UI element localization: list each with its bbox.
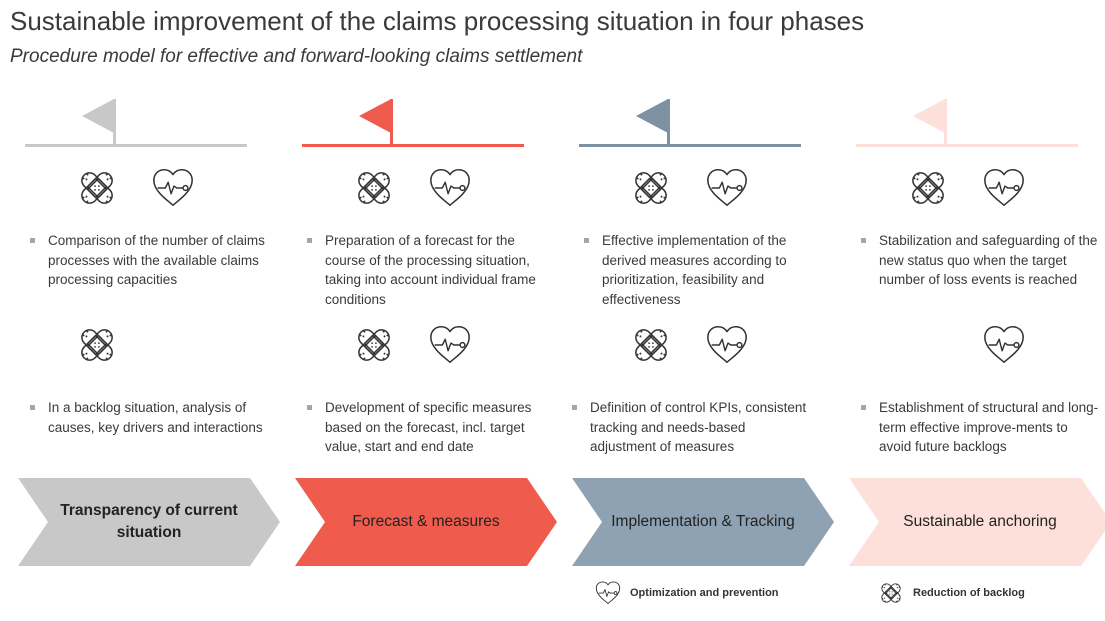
- phase-label: Sustainable anchoring: [903, 513, 1057, 530]
- flag-icon: [913, 99, 947, 147]
- bandage-icon: [351, 165, 397, 211]
- bullet-item: In a backlog situation, analysis of caus…: [30, 398, 270, 437]
- bullet-item: Stabilization and safeguarding of the ne…: [861, 231, 1101, 290]
- heart-icon: [704, 322, 750, 368]
- phase-label: Transparency of current situation: [60, 502, 238, 541]
- bullet-item: Effective implementation of the derived …: [584, 231, 824, 309]
- phase-label: Implementation & Tracking: [611, 513, 795, 530]
- heart-icon: [427, 165, 473, 211]
- bullet-item: Comparison of the number of claims proce…: [30, 231, 270, 290]
- heart-icon: [594, 579, 622, 607]
- bullet-item: Definition of control KPIs, consistent t…: [572, 398, 812, 457]
- phase-chevron: Transparency of current situation: [18, 478, 280, 566]
- phase-divider: [579, 144, 801, 147]
- bandage-icon: [628, 322, 674, 368]
- legend-optimization: Optimization and prevention: [594, 578, 779, 608]
- heart-icon: [981, 165, 1027, 211]
- phase-4: Stabilization and safeguarding of the ne…: [841, 85, 1105, 570]
- heart-icon: [704, 165, 750, 211]
- page-subtitle: Procedure model for effective and forwar…: [10, 46, 583, 67]
- phase-label: Forecast & measures: [352, 513, 500, 530]
- legend-label: Reduction of backlog: [913, 587, 1025, 599]
- phase-divider: [856, 144, 1078, 147]
- flag-icon: [82, 99, 116, 147]
- legend-reduction: Reduction of backlog: [877, 578, 1025, 608]
- bullet-item: Development of specific measures based o…: [307, 398, 547, 457]
- bandage-icon: [74, 322, 120, 368]
- bandage-icon: [628, 165, 674, 211]
- bandage-icon: [74, 165, 120, 211]
- bandage-icon: [905, 165, 951, 211]
- bandage-icon: [351, 322, 397, 368]
- phase-divider: [302, 144, 524, 147]
- page-title: Sustainable improvement of the claims pr…: [10, 6, 865, 36]
- phase-1: Comparison of the number of claims proce…: [10, 85, 282, 570]
- phase-divider: [25, 144, 247, 147]
- heart-icon: [981, 322, 1027, 368]
- flag-icon: [359, 99, 393, 147]
- phase-3: Effective implementation of the derived …: [564, 85, 836, 570]
- phase-chevron: Sustainable anchoring: [849, 478, 1105, 566]
- flag-icon: [636, 99, 670, 147]
- phase-chevron: Implementation & Tracking: [572, 478, 834, 566]
- bullet-item: Preparation of a forecast for the course…: [307, 231, 547, 309]
- phase-chevron: Forecast & measures: [295, 478, 557, 566]
- heart-icon: [150, 165, 196, 211]
- phase-2: Preparation of a forecast for the course…: [287, 85, 559, 570]
- legend-label: Optimization and prevention: [630, 587, 779, 599]
- bandage-icon: [877, 579, 905, 607]
- heart-icon: [427, 322, 473, 368]
- bullet-item: Establishment of structural and long-ter…: [861, 398, 1101, 457]
